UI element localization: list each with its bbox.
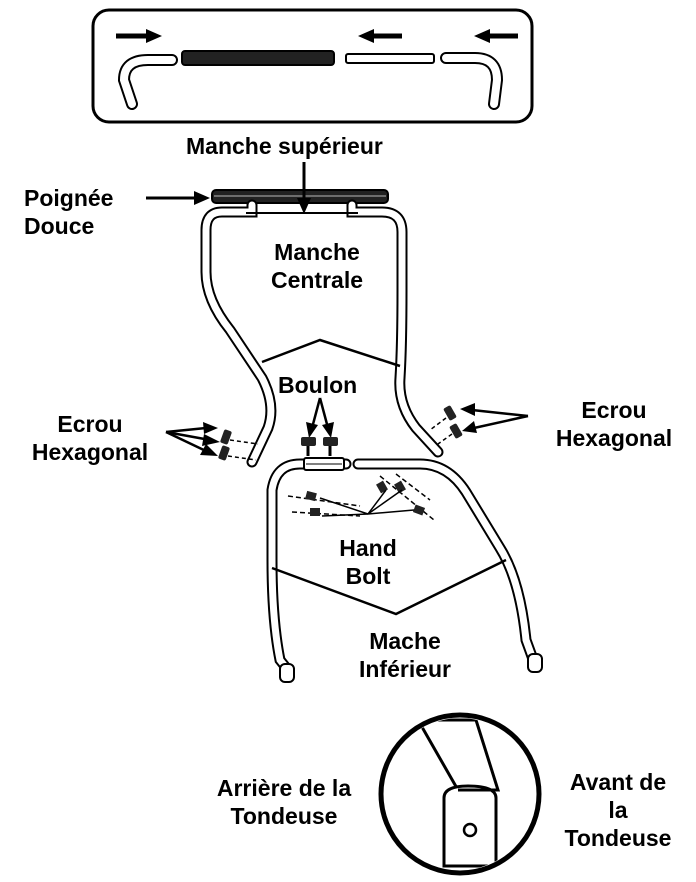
label-line: Tondeuse xyxy=(564,825,672,851)
label-line: Tondeuse xyxy=(230,803,338,829)
label-line: Hexagonal xyxy=(31,439,149,465)
label-boulon: Boulon xyxy=(278,372,358,398)
right-arrow-icon xyxy=(116,29,162,43)
middle-handle-frame xyxy=(200,199,444,468)
label-mache-inferieur: Mache Inférieur xyxy=(340,627,470,683)
label-line: Poignée xyxy=(24,185,114,211)
down-arrow-icon xyxy=(297,162,311,214)
tube-part xyxy=(345,53,435,64)
boulon-arrows xyxy=(306,397,334,438)
label-line: Inférieur xyxy=(358,656,452,682)
left-hex-nuts xyxy=(165,422,259,461)
parts-inset-frame xyxy=(91,8,534,124)
label-manche-superieur: Manche supérieur xyxy=(186,133,383,159)
left-arrow-icon xyxy=(358,29,402,43)
right-arrow-icon xyxy=(146,191,210,205)
label-poignee-douce: Poignée Douce xyxy=(24,184,113,240)
label-arriere-tondeuse: Arrière de la Tondeuse xyxy=(194,774,374,830)
label-line: Manche xyxy=(274,239,360,265)
left-arrow-icon xyxy=(474,29,518,43)
label-line: Ecrou xyxy=(581,397,647,423)
label-line: la xyxy=(608,797,628,823)
label-manche-centrale: Manche Centrale xyxy=(262,238,372,294)
label-line: Avant de xyxy=(569,769,667,795)
label-ecrou-right: Ecrou Hexagonal xyxy=(534,396,694,452)
label-avant-tondeuse: Avant de la Tondeuse xyxy=(548,768,688,852)
label-ecrou-left: Ecrou Hexagonal xyxy=(8,410,172,466)
label-line: Ecrou xyxy=(57,411,123,437)
label-line: Bolt xyxy=(345,563,391,589)
label-line: Douce xyxy=(24,213,95,239)
bolt-pair xyxy=(301,437,338,456)
label-line: Mache xyxy=(369,628,441,654)
label-line: Arrière de la xyxy=(216,775,352,801)
lower-handle-frame xyxy=(266,457,543,683)
label-line: Hexagonal xyxy=(555,425,673,451)
label-line: Centrale xyxy=(270,267,364,293)
grip-part xyxy=(181,50,335,66)
parts-inset xyxy=(91,8,534,124)
right-hex-nuts xyxy=(429,403,529,445)
label-hand-bolt: Hand Bolt xyxy=(326,534,410,590)
label-line: Hand xyxy=(339,535,397,561)
detail-circle xyxy=(378,712,542,876)
hand-bolts xyxy=(287,473,435,521)
